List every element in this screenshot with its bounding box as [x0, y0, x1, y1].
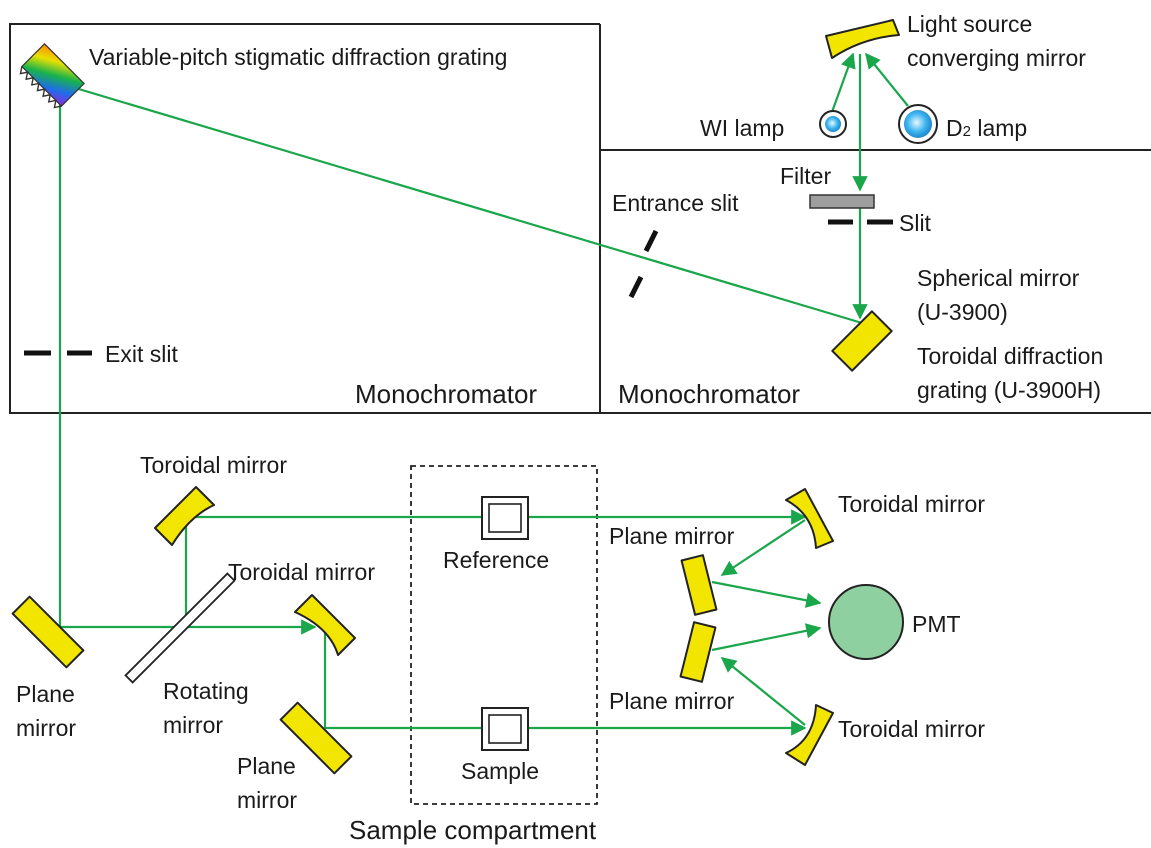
reference-label: Reference — [443, 547, 549, 573]
toroidal-mirror-right-top-label: Toroidal mirror — [838, 491, 985, 517]
pmt-icon — [828, 584, 904, 660]
plane-mirror-bottom-label-2: mirror — [237, 787, 297, 813]
plane-mirror-left-icon — [11, 595, 85, 669]
spherical-mirror-icon — [831, 310, 893, 372]
beam-toroidal-to-plane-bottom — [720, 657, 806, 726]
wi-lamp-icon — [819, 110, 847, 138]
pmt-label: PMT — [912, 611, 961, 637]
spherical-label-1: Spherical mirror — [917, 265, 1080, 291]
beam-toroidal-to-plane-top — [720, 519, 806, 576]
slit-label: Slit — [899, 210, 932, 236]
light-source-label-2: converging mirror — [907, 45, 1086, 71]
monochromator-frames — [9, 23, 1151, 414]
rotating-mirror-label-1: Rotating — [163, 678, 249, 704]
beam-plane-bottom-to-pmt — [711, 623, 822, 652]
toroidal-mirror-right-top-icon — [785, 488, 834, 549]
monochromator-left-label: Monochromator — [355, 379, 537, 409]
beam-plane-top-to-pmt — [711, 580, 822, 608]
plane-mirror-left-label-1: Plane — [16, 681, 75, 707]
entrance-slit-label: Entrance slit — [612, 190, 739, 216]
grating-label: Variable-pitch stigmatic diffraction gra… — [89, 44, 507, 70]
toroidal-mirror-left-top-label: Toroidal mirror — [140, 452, 287, 478]
wi-lamp-label: WI lamp — [700, 115, 784, 141]
beam-to-grating — [61, 82, 863, 325]
toroidal-grating-label-2: grating (U-3900H) — [917, 377, 1101, 403]
plane-mirror-right-bottom-label: Plane mirror — [609, 688, 735, 714]
toroidal-mirror-left-mid-label: Toroidal mirror — [228, 559, 375, 585]
left-monochromator-box — [9, 23, 1151, 414]
beam-wi-to-mirror — [830, 52, 856, 113]
plane-mirror-right-top-icon — [680, 554, 718, 616]
sample-compartment-label: Sample compartment — [349, 815, 597, 845]
d2-lamp-label: D2 lamp — [946, 115, 1027, 141]
toroidal-mirror-right-bottom-label: Toroidal mirror — [838, 716, 985, 742]
sample-compartment-box — [410, 465, 598, 805]
plane-mirror-right-top-label: Plane mirror — [609, 523, 735, 549]
sample-label: Sample — [461, 758, 539, 784]
converging-mirror-icon — [825, 19, 900, 59]
toroidal-mirror-left-mid-icon — [294, 594, 356, 656]
entrance-slit-icon — [628, 229, 659, 299]
filter-label: Filter — [780, 163, 831, 189]
light-source-label-1: Light source — [907, 11, 1032, 37]
rotating-mirror-icon — [124, 572, 236, 684]
plane-mirror-bottom-label-1: Plane — [237, 753, 296, 779]
filter-icon — [809, 194, 875, 209]
reference-cell-icon — [481, 496, 529, 540]
plane-mirror-right-bottom-icon — [679, 621, 717, 683]
toroidal-mirror-right-bottom-icon — [785, 704, 834, 766]
toroidal-mirror-left-top-icon — [154, 486, 215, 546]
plane-mirror-bottom-icon — [279, 701, 353, 775]
beam-d2-to-mirror — [865, 52, 909, 107]
d2-lamp-icon — [898, 104, 938, 144]
exit-slit-label: Exit slit — [105, 341, 178, 367]
plane-mirror-left-label-2: mirror — [16, 715, 76, 741]
variable-pitch-grating-icon — [19, 43, 85, 109]
toroidal-grating-label-1: Toroidal diffraction — [917, 343, 1103, 369]
sample-cell-icon — [481, 707, 529, 751]
monochromator-right-label: Monochromator — [618, 379, 800, 409]
rotating-mirror-label-2: mirror — [163, 712, 223, 738]
spherical-label-2: (U-3900) — [917, 299, 1008, 325]
